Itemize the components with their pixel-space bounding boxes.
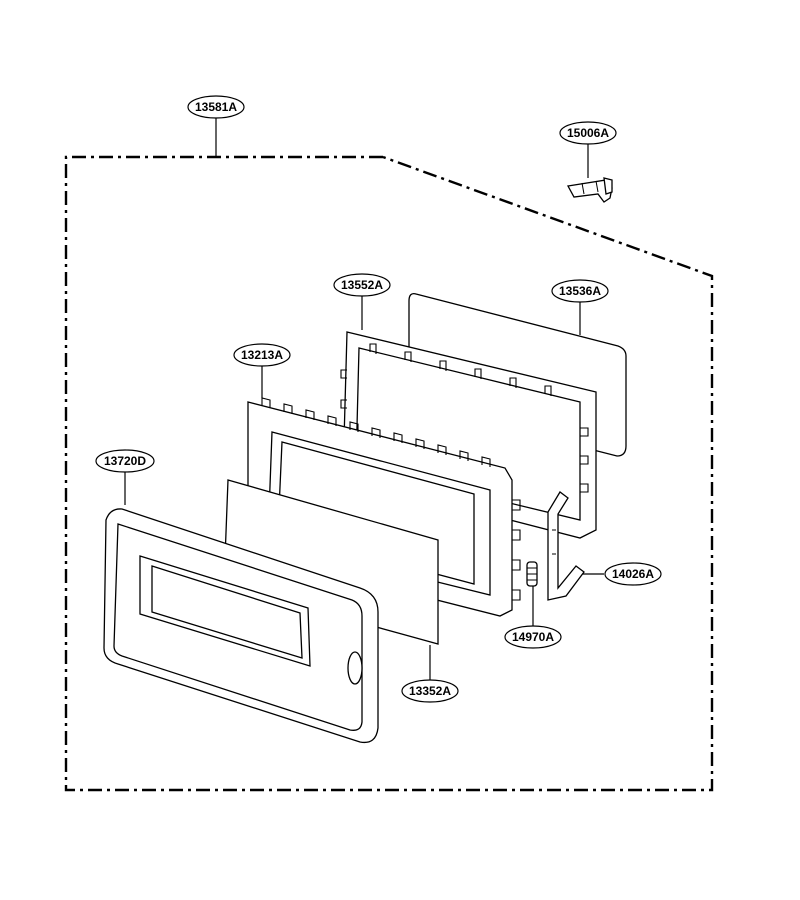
callout-spring: 14970A (504, 625, 562, 649)
callout-label-sheet-back: 13536A (559, 284, 601, 298)
callout-label-screen: 13352A (409, 684, 451, 698)
callout-label-bracket-top: 15006A (567, 126, 609, 140)
assembly-boundary (64, 155, 714, 792)
callout-latch: 14026A (604, 562, 662, 586)
callout-label-door-inner: 13213A (241, 348, 283, 362)
callout-sheet-back: 13536A (551, 279, 609, 303)
callout-frame: 13552A (333, 273, 391, 297)
leader-lines (124, 118, 604, 680)
callout-door-inner: 13213A (233, 343, 291, 367)
callout-label-frame: 13552A (341, 278, 383, 292)
callout-bracket-top: 15006A (559, 121, 617, 145)
part-spring-14970A (526, 561, 538, 587)
callout-label-spring: 14970A (512, 630, 554, 644)
part-bracket-15006A (566, 177, 613, 203)
callout-door-front: 13720D (95, 449, 155, 473)
part-latch-14026A (547, 491, 585, 601)
callout-label-assembly: 13581A (195, 100, 237, 114)
callout-label-door-front: 13720D (104, 454, 146, 468)
callout-screen: 13352A (401, 679, 459, 703)
callout-assembly: 13581A (187, 95, 245, 119)
part-door-front-13720D (103, 508, 379, 744)
callout-label-latch: 14026A (612, 567, 654, 581)
